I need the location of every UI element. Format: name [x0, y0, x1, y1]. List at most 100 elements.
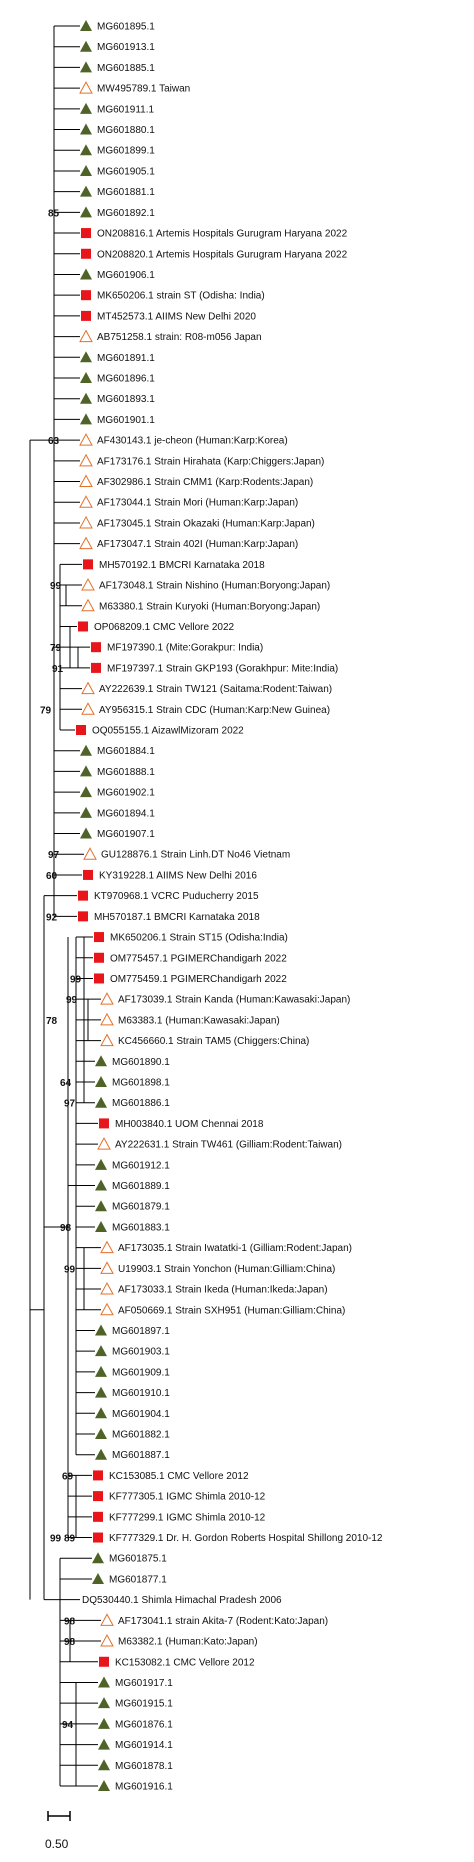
leaf-label: AF173033.1 Strain Ikeda (Human:Ikeda:Jap… [118, 1285, 328, 1296]
filled-triangle-marker [98, 1697, 110, 1709]
filled-triangle-marker [95, 1096, 107, 1108]
filled-triangle-marker [95, 1407, 107, 1419]
square-marker [93, 1532, 103, 1543]
open-triangle-marker [100, 992, 114, 1005]
bootstrap-value: 91 [52, 664, 64, 675]
leaf-label: MG601886.1 [112, 1098, 170, 1109]
leaf-label: AY222639.1 Strain TW121 (Saitama:Rodent:… [99, 684, 332, 695]
filled-triangle-marker [95, 1324, 107, 1336]
filled-triangle-marker [80, 61, 92, 73]
square-marker [78, 890, 88, 901]
open-triangle-marker [79, 515, 93, 529]
open-triangle-marker [79, 474, 93, 488]
filled-triangle-marker [95, 1055, 107, 1067]
scale-bar-label: 0.50 [45, 1837, 69, 1851]
open-triangle-marker [79, 329, 93, 343]
leaf-label: M63383.1 (Human:Kawasaki:Japan) [118, 1015, 280, 1026]
leaf-label: KF777299.1 IGMC Shimla 2010-12 [109, 1512, 266, 1523]
leaf-label: KC153082.1 CMC Vellore 2012 [115, 1657, 255, 1668]
bootstrap-value: 78 [46, 1016, 58, 1027]
leaf-label: MG601905.1 [97, 166, 155, 177]
leaf-label: MT452573.1 AIIMS New Delhi 2020 [97, 311, 256, 322]
leaf-markers [76, 20, 114, 1791]
open-triangle-marker [100, 1634, 114, 1647]
filled-triangle-marker [95, 1345, 107, 1357]
filled-triangle-marker [95, 1200, 107, 1212]
leaf-label: OM775457.1 PGIMERChandigarh 2022 [110, 953, 287, 964]
leaf-label: MG601880.1 [97, 125, 155, 136]
open-triangle-marker [81, 681, 95, 695]
square-marker [76, 725, 86, 735]
leaf-label: DQ530440.1 Shimla Himachal Pradesh 2006 [82, 1595, 282, 1606]
open-triangle-marker [97, 1137, 111, 1150]
leaf-label: KC456660.1 Strain TAM5 (Chiggers:China) [118, 1036, 309, 1047]
leaf-label: MK650206.1 Strain ST15 (Odisha:India) [110, 933, 288, 944]
open-triangle-marker [100, 1240, 114, 1254]
open-triangle-marker [81, 702, 95, 715]
leaf-label: AF173035.1 Strain Iwatatki-1 (Gilliam:Ro… [118, 1243, 352, 1254]
filled-triangle-marker [80, 164, 92, 176]
filled-triangle-marker [80, 144, 92, 156]
leaf-label: MG601879.1 [112, 1202, 170, 1213]
leaf-label: KT970968.1 VCRC Puducherry 2015 [94, 891, 259, 902]
leaf-label: OM775459.1 PGIMERChandigarh 2022 [110, 974, 287, 985]
filled-triangle-marker [95, 1448, 107, 1460]
leaf-label: MG601893.1 [97, 394, 155, 405]
leaf-label: MG601902.1 [97, 788, 155, 799]
bootstrap-value: 79 [40, 705, 52, 716]
leaf-label: MG601912.1 [112, 1160, 170, 1171]
leaf-label: AB751258.1 strain: R08-m056 Japan [97, 332, 262, 343]
filled-triangle-marker [80, 185, 92, 197]
leaf-label: MG601901.1 [97, 415, 155, 426]
leaf-label: ON208816.1 Artemis Hospitals Gurugram Ha… [97, 229, 348, 240]
leaf-label: OP068209.1 CMC Vellore 2022 [94, 622, 235, 633]
leaf-label: MG601898.1 [112, 1078, 170, 1089]
bootstrap-value: 99 [50, 1534, 62, 1545]
square-marker [93, 1511, 103, 1522]
leaf-label: MG601903.1 [112, 1347, 170, 1358]
bootstrap-value: 99 [50, 581, 62, 592]
leaf-label: MH570192.1 BMCRI Karnataka 2018 [99, 560, 265, 571]
leaf-label: MG601913.1 [97, 42, 155, 53]
leaf-label: MG601885.1 [97, 63, 155, 74]
leaf-label: MG601914.1 [115, 1740, 173, 1751]
leaf-label: MG601916.1 [115, 1782, 173, 1793]
leaf-label: MG601877.1 [109, 1574, 167, 1585]
filled-triangle-marker [80, 351, 92, 363]
leaf-label: MG601894.1 [97, 808, 155, 819]
filled-triangle-marker [92, 1572, 104, 1584]
leaf-label: MG601910.1 [112, 1388, 170, 1399]
square-marker [99, 1118, 109, 1129]
bootstrap-value: 79 [50, 643, 62, 654]
leaf-label: MG601891.1 [97, 353, 155, 364]
filled-triangle-marker [95, 1386, 107, 1398]
open-triangle-marker [100, 1261, 114, 1274]
open-triangle-marker [83, 847, 97, 860]
open-triangle-marker [81, 578, 95, 591]
leaf-label: MG601917.1 [115, 1678, 173, 1689]
leaf-label: MG601911.1 [97, 104, 155, 115]
leaf-label: AY222631.1 Strain TW461 (Gilliam:Rodent:… [115, 1140, 342, 1151]
filled-triangle-marker [80, 40, 92, 52]
filled-triangle-marker [80, 268, 92, 280]
leaf-label: MG601881.1 [97, 187, 155, 198]
leaf-label: MG601878.1 [115, 1761, 173, 1772]
filled-triangle-marker [95, 1428, 107, 1439]
leaf-label: MH003840.1 UOM Chennai 2018 [115, 1119, 264, 1130]
leaf-label: AF173048.1 Strain Nishino (Human:Boryong… [99, 581, 330, 592]
leaf-label: GU128876.1 Strain Linh.DT No46 Vietnam [101, 850, 290, 861]
leaf-label: AY956315.1 Strain CDC (Human:Karp:New Gu… [99, 705, 330, 716]
bootstrap-value: 64 [60, 1078, 72, 1089]
leaf-labels: MG601895.1MG601913.1MG601885.1MW495789.1… [82, 22, 383, 1793]
leaf-label: MG601899.1 [97, 146, 155, 157]
square-marker [91, 662, 101, 673]
leaf-label: AF302986.1 Strain CMM1 (Karp:Rodents:Jap… [97, 477, 313, 488]
leaf-label: M63382.1 (Human:Kato:Japan) [118, 1637, 258, 1648]
filled-triangle-marker [80, 827, 92, 839]
leaf-label: KC153085.1 CMC Vellore 2012 [109, 1471, 249, 1482]
bootstrap-value: 69 [62, 1471, 74, 1482]
square-marker [81, 248, 91, 259]
open-triangle-marker [79, 433, 93, 446]
square-marker [81, 290, 91, 301]
leaf-label: OQ055155.1 AizawlMizoram 2022 [92, 726, 244, 737]
